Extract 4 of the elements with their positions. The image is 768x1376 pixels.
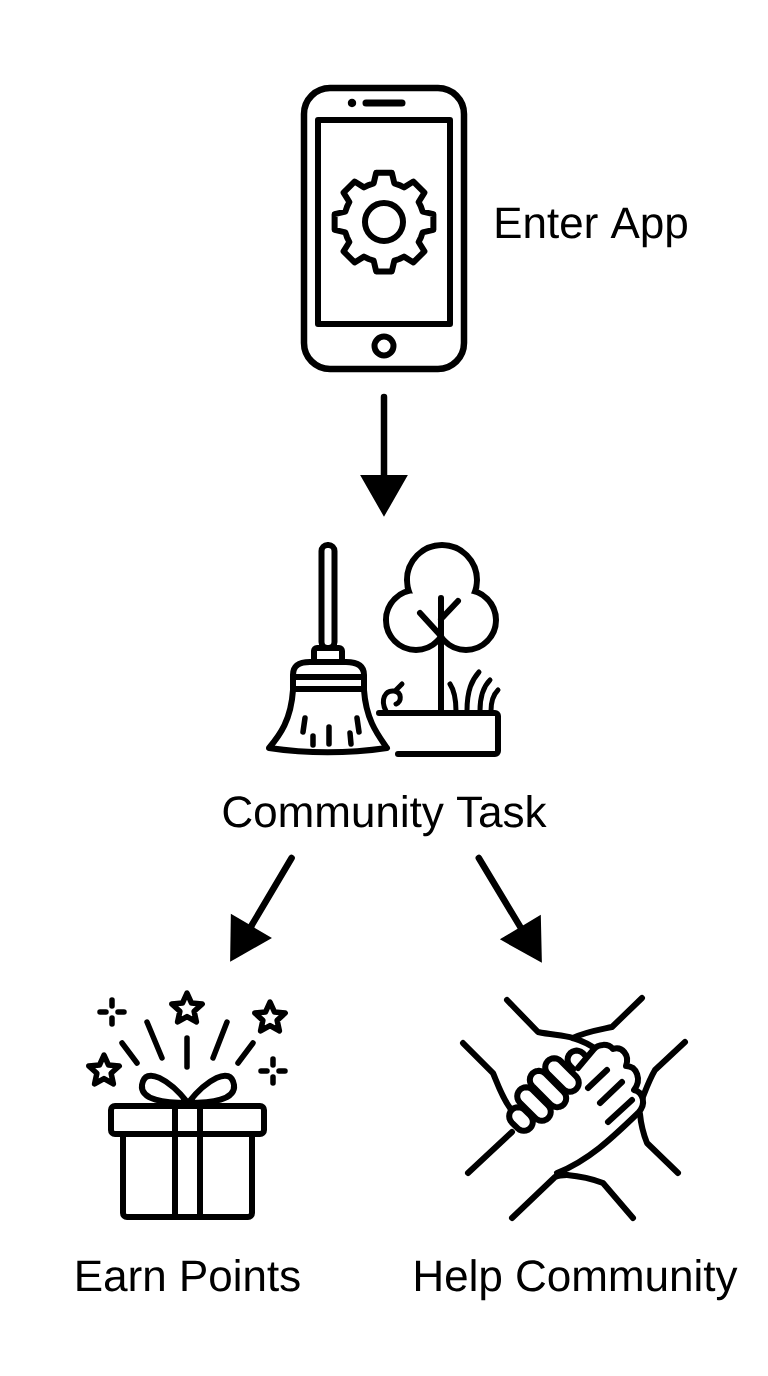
step-label: Earn Points (77, 1259, 300, 1292)
step-label: Help Community (416, 1259, 738, 1301)
step-label: Enter App (496, 207, 687, 248)
step-label: Community Task (223, 795, 547, 837)
